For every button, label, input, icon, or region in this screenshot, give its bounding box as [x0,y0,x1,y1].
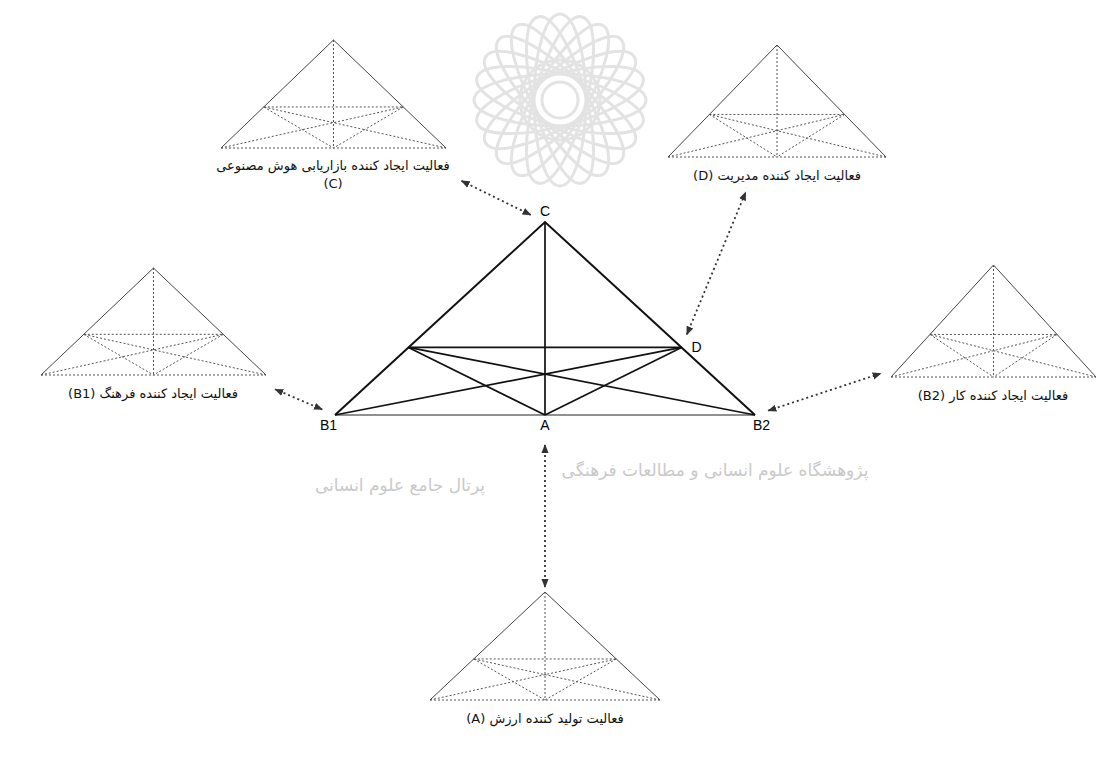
inner-line [993,334,1057,377]
inner-line [409,347,546,415]
inner-line [544,222,546,415]
activity-triangle: فعالیت ایجاد کننده بازاریابی هوش مصنوعی … [208,39,458,196]
activity-triangle: فعالیت ایجاد کننده کار (B2) [885,264,1102,409]
inner-line [430,659,616,700]
inner-line [993,265,994,377]
vertex-label: A [540,418,549,433]
activity-caption: فعالیت ایجاد کننده کار (B2) [918,387,1068,405]
inner-line [545,592,546,700]
vertex-label: B2 [753,418,770,433]
vertex-label: D [692,340,702,355]
inner-line [263,106,403,107]
dotted-double-arrow [544,445,546,587]
activity-triangle: فعالیت ایجاد کننده مدیریت (D) [662,44,892,189]
triangle-side [891,265,1096,377]
inner-line [929,334,1095,377]
activity-caption: فعالیت ایجاد کننده مدیریت (D) [693,167,861,185]
triangle-side [430,592,660,700]
inner-line [668,114,845,157]
activity-triangle: فعالیت تولید کننده ارزش (A) [424,591,666,732]
inner-line [891,334,1057,377]
vertex-label: C [540,204,550,219]
activity-triangle: فعالیت ایجاد کننده فرهنگ (B1) [35,267,272,407]
inner-line [709,114,844,115]
central-triangle: C D B1 A B2 [300,195,790,445]
inner-line [83,334,265,375]
inner-line [83,334,223,335]
inner-line [409,347,682,349]
inner-line [929,334,1056,335]
triangle-figure [667,44,887,158]
inner-line [409,347,756,415]
inner-line [263,107,445,148]
dotted-double-arrow [462,181,531,215]
dotted-double-arrow [275,389,322,409]
watermark-text: پرتال جامع علوم انسانی [315,475,485,495]
inner-line [221,107,403,148]
inner-line [474,659,660,700]
dotted-double-arrow [687,192,746,334]
activity-caption: فعالیت ایجاد کننده فرهنگ (B1) [68,385,238,403]
triangle-side [668,45,886,157]
inner-line [83,334,153,375]
inner-line [474,658,617,659]
inner-line [545,659,616,700]
inner-line [709,114,777,157]
inner-line [333,40,334,148]
inner-line [929,334,993,377]
triangle-figure [220,39,447,149]
inner-line [153,268,154,375]
inner-line [709,114,886,157]
dotted-double-arrow [768,373,880,410]
watermark-rosette [470,10,650,190]
triangle-side [41,268,266,375]
inner-line [333,107,403,148]
inner-line [777,45,778,157]
activity-caption: فعالیت تولید کننده ارزش (A) [466,710,623,728]
inner-line [545,347,682,415]
watermark-text: پژوهشگاه علوم انسانی و مطالعات فرهنگی [562,460,869,480]
triangle-figure [429,591,661,701]
triangle-base [668,157,886,158]
inner-line [777,114,845,157]
triangle-side [335,222,755,415]
inner-line [474,659,545,700]
inner-line [263,107,333,148]
inner-line [41,334,223,375]
inner-line [153,334,223,375]
triangle-figure [40,267,267,376]
triangle-figure [300,195,790,445]
triangle-figure [890,264,1097,378]
activity-caption: فعالیت ایجاد کننده بازاریابی هوش مصنوعی … [213,157,453,192]
inner-line [335,347,682,415]
vertex-label: B1 [320,418,337,433]
triangle-side [221,40,446,148]
triangle-base [430,700,660,701]
